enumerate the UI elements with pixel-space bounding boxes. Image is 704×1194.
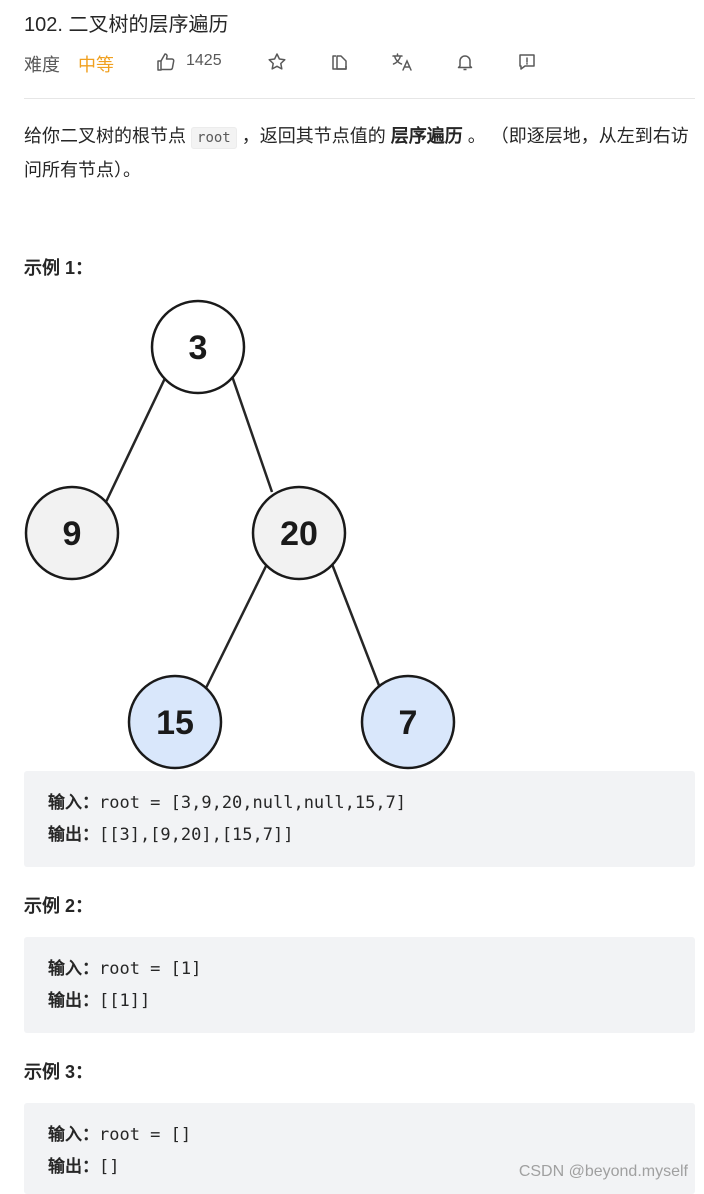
description-text: 。 （即逐层地，从左到右访问所有节点）。 xyxy=(24,126,689,180)
input-value: root = [3,9,20,null,null,15,7] xyxy=(99,793,407,813)
example-1-code-block: 输入：root = [3,9,20,null,null,15,7] 输出：[[3… xyxy=(24,771,695,867)
difficulty-badge: 中等 xyxy=(78,55,114,75)
tree-node-label: 20 xyxy=(280,515,318,553)
divider xyxy=(24,98,695,99)
tree-node-20: 20 xyxy=(251,485,347,581)
example-3-code-block: 输入：root = [] 输出：[] xyxy=(24,1103,695,1194)
tree-edge xyxy=(104,373,169,503)
problem-meta-bar: 难度 中等 1425 xyxy=(24,48,684,76)
description-text: ，返回其节点值的 xyxy=(236,126,391,146)
tree-node-circle xyxy=(360,674,456,770)
tree-node-9: 9 xyxy=(24,485,120,581)
example-1-heading: 示例 1： xyxy=(24,258,94,278)
example-2-code-block: 输入：root = [1] 输出：[[1]] xyxy=(24,937,695,1033)
output-label: 输出： xyxy=(48,825,99,845)
description-text: 给你二叉树的根节点 xyxy=(24,126,192,146)
page-title: 102. 二叉树的层序遍历 xyxy=(24,14,229,36)
tree-node-label: 7 xyxy=(399,704,418,742)
input-value: root = [] xyxy=(99,1125,192,1145)
tree-node-circle xyxy=(150,299,246,395)
translate-icon[interactable] xyxy=(390,50,414,74)
binary-tree-diagram: 3 9 20 15 7 xyxy=(24,299,456,770)
code-line-output: 输出：[[3],[9,20],[15,7]] xyxy=(48,819,671,851)
output-label: 输出： xyxy=(48,1157,99,1177)
code-line-input: 输入：root = [] xyxy=(48,1119,671,1151)
problem-description: 给你二叉树的根节点 root ，返回其节点值的 层序遍历 。 （即逐层地，从左到… xyxy=(24,120,696,186)
tree-node-label: 9 xyxy=(63,515,82,553)
tree-node-circle xyxy=(127,674,223,770)
output-value: [[3],[9,20],[15,7]] xyxy=(99,825,294,845)
feedback-icon[interactable] xyxy=(515,50,539,74)
star-icon[interactable] xyxy=(265,50,289,74)
inline-code-root: root xyxy=(191,127,237,149)
tree-node-label: 15 xyxy=(156,704,194,742)
input-value: root = [1] xyxy=(99,959,202,979)
code-line-input: 输入：root = [3,9,20,null,null,15,7] xyxy=(48,787,671,819)
code-line-output: 输出：[] xyxy=(48,1151,671,1183)
tree-node-3: 3 xyxy=(150,299,246,395)
example-2-heading: 示例 2： xyxy=(24,896,94,916)
tree-node-7: 7 xyxy=(360,674,456,770)
tree-node-15: 15 xyxy=(127,674,223,770)
description-bold: 层序遍历 xyxy=(390,126,463,146)
thumbs-up-icon[interactable] xyxy=(154,50,178,74)
tree-edge xyxy=(230,375,274,493)
tree-edge xyxy=(330,563,382,689)
share-icon[interactable] xyxy=(328,50,352,74)
code-line-input: 输入：root = [1] xyxy=(48,953,671,985)
difficulty-label: 难度 xyxy=(24,55,60,75)
example-3-heading: 示例 3： xyxy=(24,1062,94,1082)
input-label: 输入： xyxy=(48,959,99,979)
output-value: [[1]] xyxy=(99,991,151,1011)
code-line-output: 输出：[[1]] xyxy=(48,985,671,1017)
output-label: 输出： xyxy=(48,991,99,1011)
tree-node-label: 3 xyxy=(189,329,208,367)
like-count: 1425 xyxy=(186,52,222,69)
bell-icon[interactable] xyxy=(453,50,477,74)
tree-edge xyxy=(204,561,270,689)
watermark: CSDN @beyond.myself xyxy=(518,1163,688,1180)
output-value: [] xyxy=(99,1157,120,1177)
input-label: 输入： xyxy=(48,793,99,813)
tree-node-circle xyxy=(24,485,120,581)
input-label: 输入： xyxy=(48,1125,99,1145)
tree-node-circle xyxy=(251,485,347,581)
